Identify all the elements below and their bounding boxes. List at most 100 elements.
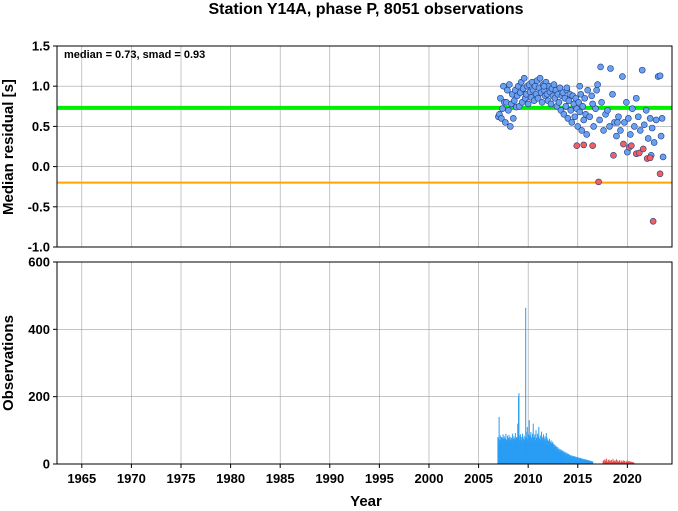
observation-bar [619, 459, 621, 464]
observation-bar [632, 461, 634, 464]
x-tick-label: 1985 [266, 471, 295, 486]
residual-point [625, 115, 632, 122]
residual-y-axis-label: Median residual [s] [0, 79, 17, 215]
residual-point [614, 119, 621, 126]
residual-point [576, 108, 584, 116]
residual-point [638, 66, 646, 74]
residual-point [629, 105, 636, 113]
observation-bar [607, 460, 609, 464]
residual-point [580, 141, 588, 149]
observation-bar [625, 461, 627, 464]
residual-point [581, 94, 589, 102]
residual-point [536, 74, 544, 82]
residual-point [659, 153, 667, 161]
residual-point [594, 81, 601, 88]
observations-grid [57, 261, 672, 465]
residual-point [567, 107, 575, 114]
observations-frame [56, 261, 673, 465]
observation-bar [624, 462, 626, 464]
residual-point [586, 113, 593, 121]
residual-point [632, 94, 640, 102]
residual-point [579, 103, 587, 110]
residual-point [621, 119, 628, 126]
residual-point [588, 92, 595, 100]
observation-bar [622, 461, 624, 464]
residual-point [504, 86, 511, 94]
observation-bar [608, 459, 610, 464]
residual-point [600, 127, 607, 134]
observation-bar [525, 307, 527, 464]
residual-point [640, 121, 648, 129]
observations-y-tick-label: 200 [28, 389, 50, 404]
residual-point [619, 73, 626, 80]
residual-point [656, 170, 664, 178]
observation-bar [613, 461, 615, 464]
residual-point [589, 100, 596, 108]
observation-bar [612, 458, 614, 464]
observation-bar [627, 461, 629, 464]
residual-point [502, 119, 509, 126]
residual-point [657, 132, 665, 140]
residual-y-ticks: 1.51.00.50.0-0.5-1.0 [28, 39, 57, 255]
residual-point [658, 115, 666, 122]
observation-bar [621, 460, 623, 464]
residual-point [617, 127, 624, 134]
residual-point [506, 81, 513, 88]
stats-annotation: median = 0.73, smad = 0.93 [64, 49, 205, 61]
residual-frame [56, 45, 673, 248]
residual-point [556, 84, 564, 92]
residual-point [538, 98, 546, 106]
x-tick-label: 1990 [315, 471, 344, 486]
residual-point [589, 142, 596, 149]
residual-point [578, 127, 586, 134]
residual-point [571, 113, 579, 121]
observation-bar [617, 460, 619, 464]
residual-point [596, 116, 603, 124]
residual-point [613, 132, 620, 140]
residual-y-tick-label: 1.0 [32, 79, 50, 94]
residual-y-tick-label: 0.0 [32, 159, 50, 174]
residual-point [576, 82, 584, 90]
residual-point [597, 63, 604, 71]
x-tick-label: 1995 [365, 471, 394, 486]
x-tick-label: 2000 [415, 471, 444, 486]
observation-bar [616, 459, 618, 464]
residual-point [524, 100, 532, 108]
residual-point [509, 115, 517, 122]
observation-bar [610, 459, 612, 464]
residual-point [574, 123, 582, 130]
observation-bar [592, 461, 594, 464]
residual-points [495, 63, 667, 225]
residual-point [573, 142, 581, 149]
observation-bar [623, 460, 625, 464]
residual-y-tick-label: -0.5 [28, 199, 50, 214]
residual-point [646, 115, 654, 122]
residual-point [656, 72, 664, 80]
residual-point [584, 86, 591, 94]
x-tick-label: 1965 [67, 471, 96, 486]
residual-point [565, 97, 573, 104]
residual-point [592, 105, 599, 113]
residual-point [607, 65, 614, 72]
observation-bar [611, 461, 613, 464]
observation-bar [614, 460, 616, 464]
residual-point [540, 82, 548, 90]
residual-point [547, 100, 555, 108]
x-tick-label: 1970 [117, 471, 146, 486]
residual-point [575, 98, 583, 106]
residual-point [634, 113, 642, 121]
observation-bar [620, 462, 622, 464]
residual-point [642, 107, 650, 114]
x-tick-label: 1975 [167, 471, 196, 486]
residual-point [498, 115, 505, 122]
residual-point [500, 82, 507, 90]
observation-bar [622, 460, 624, 464]
observation-bar [626, 460, 628, 464]
residual-y-tick-label: 1.5 [32, 39, 50, 54]
observations-y-tick-label: 600 [28, 255, 50, 270]
residual-point [598, 98, 605, 106]
observation-bar [628, 460, 630, 464]
observations-y-tick-label: 0 [43, 457, 50, 472]
x-tick-label: 2015 [563, 471, 592, 486]
